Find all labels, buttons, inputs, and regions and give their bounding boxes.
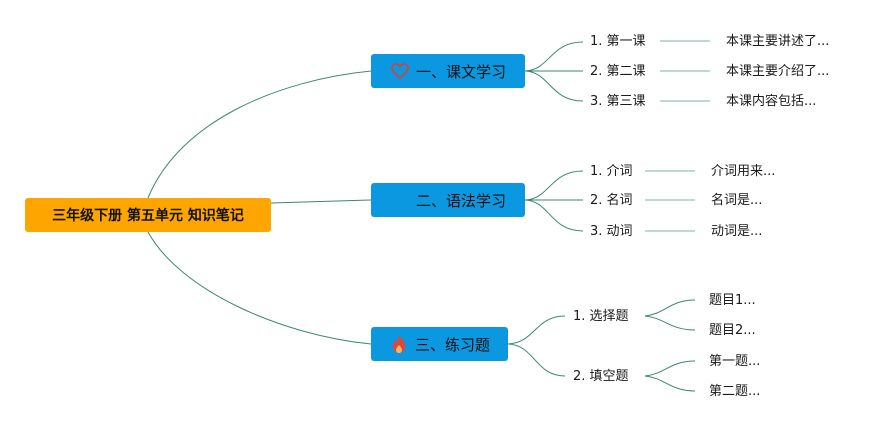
item-question-1[interactable]: 题目1... [709, 293, 756, 308]
root-title: 三年级下册 第五单元 知识笔记 [52, 208, 244, 224]
topic-noun[interactable]: 2. 名词 [590, 193, 633, 208]
topic-lesson-3[interactable]: 3. 第三课 [590, 94, 646, 109]
topic-lesson-2[interactable]: 2. 第二课 [590, 64, 646, 79]
branch-title: 一、课文学习 [415, 62, 506, 81]
connector-root-branch-1 [147, 70, 372, 199]
note-lesson-1[interactable]: 本课主要讲述了... [726, 34, 830, 49]
item-blank-2[interactable]: 第二题... [709, 384, 761, 399]
note-noun[interactable]: 名词是... [711, 193, 763, 208]
topic-preposition[interactable]: 1. 介词 [590, 164, 633, 179]
branch-title: 二、语法学习 [415, 191, 506, 210]
note-verb[interactable]: 动词是... [711, 224, 763, 239]
branch-node-lessons[interactable]: 一、课文学习 [371, 54, 525, 88]
note-lesson-2[interactable]: 本课主要介绍了... [726, 64, 830, 79]
heart-outline-icon [390, 61, 410, 81]
branch-node-exercises[interactable]: 三、练习题 [371, 327, 508, 361]
note-lesson-3[interactable]: 本课内容包括... [726, 94, 817, 109]
branch-node-grammar[interactable]: 二、语法学习 [371, 183, 525, 217]
topic-fill-blank[interactable]: 2. 填空题 [573, 369, 629, 384]
branch-title: 三、练习题 [414, 335, 490, 354]
topic-verb[interactable]: 3. 动词 [590, 224, 633, 239]
item-question-2[interactable]: 题目2... [709, 323, 756, 338]
fire-icon [389, 334, 409, 354]
topic-lesson-1[interactable]: 1. 第一课 [590, 34, 646, 49]
topic-multiple-choice[interactable]: 1. 选择题 [573, 309, 629, 324]
connector-root-branch-3 [147, 231, 372, 345]
item-blank-1[interactable]: 第一题... [709, 354, 761, 369]
note-preposition[interactable]: 介词用来... [711, 164, 776, 179]
connector-root-branch-2 [270, 199, 372, 204]
root-node[interactable]: 三年级下册 第五单元 知识笔记 [25, 198, 271, 232]
